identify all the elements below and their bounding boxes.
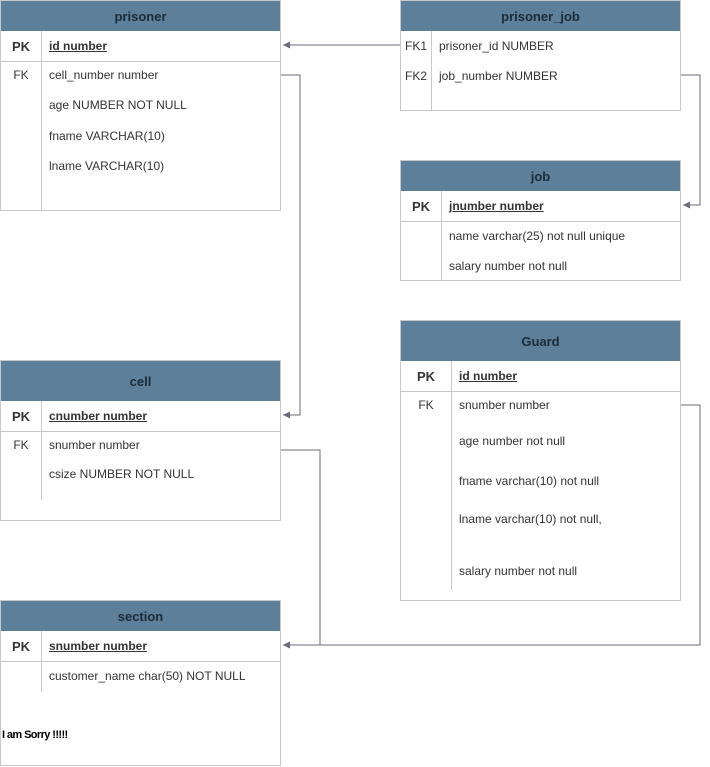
attribute: lname VARCHAR(10): [49, 159, 165, 173]
attribute: salary number not null: [459, 564, 578, 578]
pk-label: PK: [416, 369, 436, 384]
pk-label: PK: [11, 409, 31, 424]
pk-divider: [1, 661, 280, 662]
pk-divider: [1, 61, 280, 62]
attribute: salary number not null: [449, 259, 568, 273]
entity-title: prisoner_job: [401, 1, 680, 31]
attribute: fname VARCHAR(10): [49, 129, 165, 143]
connector-prisoner-job-to-job: [680, 74, 701, 209]
pk-attribute: jnumber number: [449, 199, 544, 213]
fk-label: FK: [418, 398, 434, 412]
attribute: age NUMBER NOT NULL: [49, 98, 187, 112]
fk-label: FK: [13, 438, 29, 452]
key-column: [401, 191, 442, 221]
connector-cell-to-section: [280, 449, 321, 649]
pk-attribute: id number: [459, 369, 518, 383]
entity-title: job: [401, 161, 680, 191]
attribute: csize NUMBER NOT NULL: [49, 467, 195, 481]
attribute: cell_number number: [49, 68, 159, 82]
entity-title: cell: [1, 361, 280, 401]
attribute: snumber number: [49, 438, 140, 452]
entity-prisoner[interactable]: prisoner PK id number FK cell_number num…: [0, 0, 281, 211]
connector-guard-to-section: [283, 404, 701, 649]
fk2-attribute: job_number NUMBER: [439, 69, 558, 83]
key-column: [401, 221, 442, 280]
entity-title: prisoner: [1, 1, 280, 31]
pk-label: PK: [11, 39, 31, 54]
note-text: I am Sorry !!!!!: [2, 729, 68, 741]
entity-cell[interactable]: cell PK cnumber number FK snumber number…: [0, 360, 281, 521]
key-column: [1, 31, 42, 210]
entity-title: Guard: [401, 321, 680, 361]
fk-label: FK: [13, 68, 29, 82]
attribute: lname varchar(10) not null,: [459, 512, 602, 526]
connector-prisoner-to-cell: [280, 74, 301, 419]
key-column: [401, 31, 432, 110]
fk1-attribute: prisoner_id NUMBER: [439, 39, 554, 53]
key-column: [401, 361, 452, 590]
pk-attribute: id number: [49, 39, 108, 53]
key-column: [1, 401, 42, 500]
entity-prisoner-job[interactable]: prisoner_job FK1 prisoner_id NUMBER FK2 …: [400, 0, 681, 111]
pk-divider: [1, 431, 280, 432]
fk1-label: FK1: [404, 39, 427, 53]
pk-divider: [401, 221, 680, 222]
attribute: snumber number: [459, 398, 550, 412]
pk-label: PK: [11, 639, 31, 654]
entity-section[interactable]: section PK snumber number customer_name …: [0, 600, 281, 766]
fk2-label: FK2: [404, 69, 427, 83]
entity-job[interactable]: job PK jnumber number name varchar(25) n…: [400, 160, 681, 281]
attribute: customer_name char(50) NOT NULL: [49, 669, 246, 683]
pk-attribute: snumber number: [49, 639, 148, 653]
entity-guard[interactable]: Guard PK id number FK snumber number age…: [400, 320, 681, 601]
pk-label: PK: [411, 199, 431, 214]
attribute: fname varchar(10) not null: [459, 474, 600, 488]
entity-title: section: [1, 601, 280, 631]
pk-divider: [401, 391, 680, 392]
attribute: name varchar(25) not null unique: [449, 229, 626, 243]
attribute: age number not null: [459, 434, 566, 448]
pk-attribute: cnumber number: [49, 409, 148, 423]
